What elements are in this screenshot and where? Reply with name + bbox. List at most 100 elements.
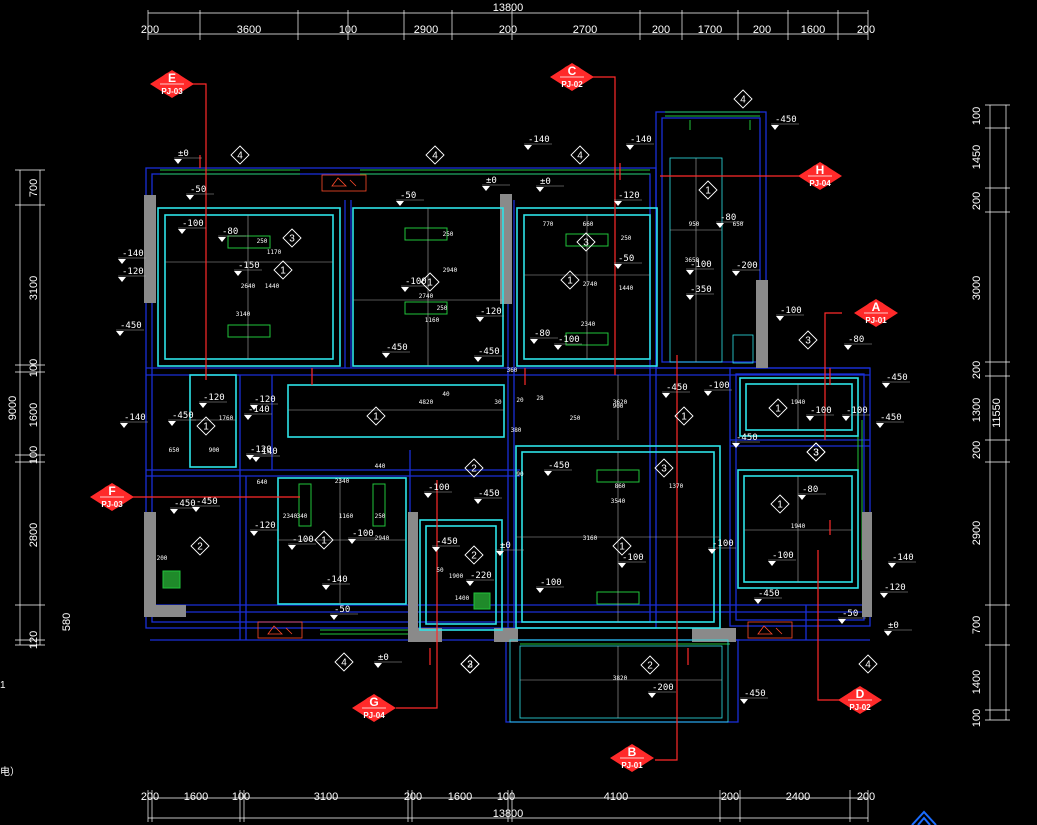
room-dimension-text: 3140 (236, 311, 251, 318)
level-mark-text: ±0 (888, 621, 899, 631)
top-total-dimension: 13800 (493, 2, 524, 14)
section-marker-code: PJ-01 (621, 761, 643, 770)
level-mark-text: -140 (528, 135, 550, 145)
tag-number: 1 (280, 266, 286, 277)
room-dimension-text: 650 (733, 221, 744, 228)
level-mark-text: -450 (744, 689, 766, 699)
right-dim: 200 (971, 441, 983, 459)
right-dim: 1300 (971, 398, 983, 422)
bottom-dim: 3100 (314, 791, 338, 803)
level-mark: -100 (768, 551, 796, 566)
level-mark: ±0 (374, 653, 402, 668)
room-dimension-text: 380 (511, 427, 522, 434)
section-marker-letter: C (568, 64, 577, 78)
level-mark-text: -140 (122, 249, 144, 259)
level-mark: -50 (614, 254, 642, 269)
room-dimension-text: 90 (516, 471, 524, 478)
level-mark: -80 (218, 227, 246, 242)
level-mark-text: -120 (254, 521, 276, 531)
top-dim: 200 (753, 24, 771, 36)
level-mark: -450 (662, 383, 690, 398)
level-mark-text: -120 (122, 267, 144, 277)
level-mark: -50 (838, 609, 866, 624)
level-mark-text: -450 (775, 115, 797, 125)
level-mark: -450 (382, 343, 410, 358)
level-mark-text: -150 (238, 261, 260, 271)
level-mark: -120 (250, 395, 278, 410)
level-mark-text: -50 (400, 191, 416, 201)
bottom-dim: 200 (721, 791, 739, 803)
level-mark-text: -450 (478, 489, 500, 499)
bottom-total-dimension: 13800 (493, 808, 524, 820)
tag-number: 4 (237, 151, 243, 162)
room-dimension-text: 28 (536, 395, 544, 402)
level-mark-text: -450 (666, 383, 688, 393)
level-mark: -450 (740, 689, 768, 704)
level-mark: -120 (614, 191, 642, 206)
room-dimension-text: 3820 (613, 675, 628, 682)
section-marker-letter: F (108, 484, 115, 498)
tag-diamond: 2 (464, 545, 484, 565)
room-dimension-text: 250 (570, 415, 581, 422)
level-mark-text: -120 (203, 393, 225, 403)
tag-diamond: 2 (464, 458, 484, 478)
section-marker-code: PJ-04 (363, 711, 385, 720)
level-mark-text: -80 (802, 485, 818, 495)
tag-number: 3 (661, 464, 667, 475)
room-dimension-text: 2640 (241, 283, 256, 290)
level-mark-text: -140 (630, 135, 652, 145)
room-dimension-text: 650 (169, 447, 180, 454)
right-dim: 200 (971, 192, 983, 210)
room-dimension-text: 1900 (449, 573, 464, 580)
level-mark: -120 (246, 445, 274, 460)
bottom-dim: 2400 (786, 791, 810, 803)
level-mark: -450 (544, 461, 572, 476)
tag-number: 1 (373, 412, 379, 423)
level-mark-text: -120 (254, 395, 276, 405)
tag-diamond: 4 (230, 145, 250, 165)
level-mark-text: ±0 (540, 177, 551, 187)
room-dimension-text: 1760 (219, 415, 234, 422)
level-mark: -80 (798, 485, 826, 500)
room-dimension-text: 40 (442, 391, 450, 398)
level-mark: -100 (288, 535, 316, 550)
top-dim: 2900 (414, 24, 438, 36)
level-mark-text: -200 (736, 261, 758, 271)
level-mark: ±0 (496, 541, 524, 556)
section-markers: E PJ-03 C PJ-02 H PJ-04 A PJ-01 F PJ-03 (90, 63, 898, 772)
level-mark: -50 (396, 191, 424, 206)
room-dimension-text: 3650 (685, 257, 700, 264)
level-mark: -120 (118, 267, 146, 282)
top-dim: 1600 (801, 24, 825, 36)
level-mark: -150 (234, 261, 262, 276)
level-mark: -140 (252, 447, 280, 462)
level-mark: -100 (424, 483, 452, 498)
room-dimension-text: 50 (436, 567, 444, 574)
right-dim: 200 (971, 361, 983, 379)
level-mark: -450 (732, 433, 760, 448)
tag-diamond: 1 (314, 530, 334, 550)
level-mark: -100 (554, 335, 582, 350)
top-dim: 2700 (573, 24, 597, 36)
room-dimension-text: 440 (375, 463, 386, 470)
level-mark-text: -50 (842, 609, 858, 619)
tag-diamond: 1 (674, 406, 694, 426)
level-mark-text: -120 (480, 307, 502, 317)
level-mark: -50 (330, 605, 358, 620)
room-dimension-text: 900 (209, 447, 220, 454)
room-dimension-text: 1370 (669, 483, 684, 490)
level-mark: -50 (186, 185, 214, 200)
level-mark: -450 (771, 115, 799, 130)
tag-number: 1 (681, 412, 687, 423)
section-marker-code: PJ-02 (849, 703, 871, 712)
tag-number: 2 (467, 660, 473, 671)
room-dimension-text: 1160 (339, 513, 354, 520)
level-mark-text: -140 (892, 553, 914, 563)
section-cut-lines (128, 76, 842, 761)
level-mark-text: -220 (470, 571, 492, 581)
level-mark-text: -100 (622, 553, 644, 563)
bottom-dim: 200 (404, 791, 422, 803)
level-mark-text: -100 (558, 335, 580, 345)
